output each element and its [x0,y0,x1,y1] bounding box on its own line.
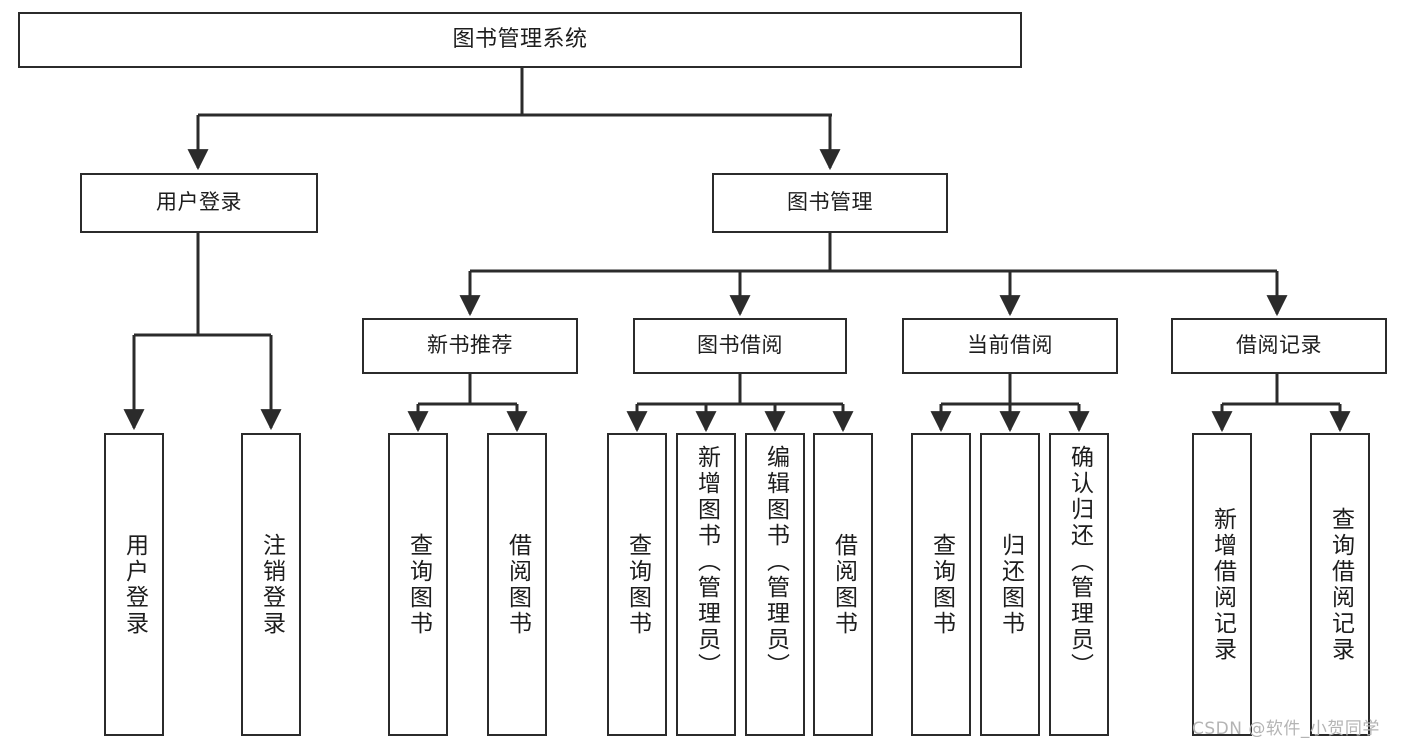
leaf-query-record[interactable]: 查询借阅记录 [1310,433,1370,736]
leaf-query-book-1[interactable]: 查询图书 [388,433,448,736]
csdn-watermark: CSDN @软件_小贺同学 [1192,719,1380,739]
node-new-book-recommend[interactable]: 新书推荐 [362,318,578,374]
node-current-borrow[interactable]: 当前借阅 [902,318,1118,374]
node-book-manage[interactable]: 图书管理 [712,173,948,233]
node-borrow-record[interactable]: 借阅记录 [1171,318,1387,374]
node-current-borrow-label: 当前借阅 [967,333,1053,358]
leaf-query-book-3-label: 查询图书 [928,532,955,637]
leaf-user-login-label: 用户登录 [121,532,148,637]
node-root[interactable]: 图书管理系统 [18,12,1022,68]
leaf-logout-login[interactable]: 注销登录 [241,433,301,736]
leaf-return-book-label: 归还图书 [997,532,1024,637]
node-new-book-recommend-label: 新书推荐 [427,333,513,358]
leaf-edit-book-label: 编辑图书（管理员） [762,445,789,679]
node-book-borrow-label: 图书借阅 [697,333,783,358]
leaf-confirm-return[interactable]: 确认归还（管理员） [1049,433,1109,736]
leaf-query-record-label: 查询借阅记录 [1327,506,1354,663]
leaf-query-book-1-label: 查询图书 [405,532,432,637]
leaf-borrow-book-2-label: 借阅图书 [830,532,857,637]
node-borrow-record-label: 借阅记录 [1236,333,1322,358]
leaf-add-book[interactable]: 新增图书（管理员） [676,433,736,736]
leaf-borrow-book-1[interactable]: 借阅图书 [487,433,547,736]
leaf-borrow-book-1-label: 借阅图书 [504,532,531,637]
leaf-query-book-2-label: 查询图书 [624,532,651,637]
leaf-add-book-label: 新增图书（管理员） [693,445,720,679]
leaf-query-book-2[interactable]: 查询图书 [607,433,667,736]
leaf-logout-login-label: 注销登录 [258,532,285,637]
leaf-user-login[interactable]: 用户登录 [104,433,164,736]
node-book-manage-label: 图书管理 [787,190,873,215]
node-user-login[interactable]: 用户登录 [80,173,318,233]
leaf-query-book-3[interactable]: 查询图书 [911,433,971,736]
leaf-confirm-return-label: 确认归还（管理员） [1066,445,1093,679]
leaf-return-book[interactable]: 归还图书 [980,433,1040,736]
leaf-add-record[interactable]: 新增借阅记录 [1192,433,1252,736]
node-root-label: 图书管理系统 [452,26,588,52]
node-book-borrow[interactable]: 图书借阅 [633,318,847,374]
leaf-add-record-label: 新增借阅记录 [1209,506,1236,663]
node-user-login-label: 用户登录 [156,190,242,215]
leaf-edit-book[interactable]: 编辑图书（管理员） [745,433,805,736]
leaf-borrow-book-2[interactable]: 借阅图书 [813,433,873,736]
